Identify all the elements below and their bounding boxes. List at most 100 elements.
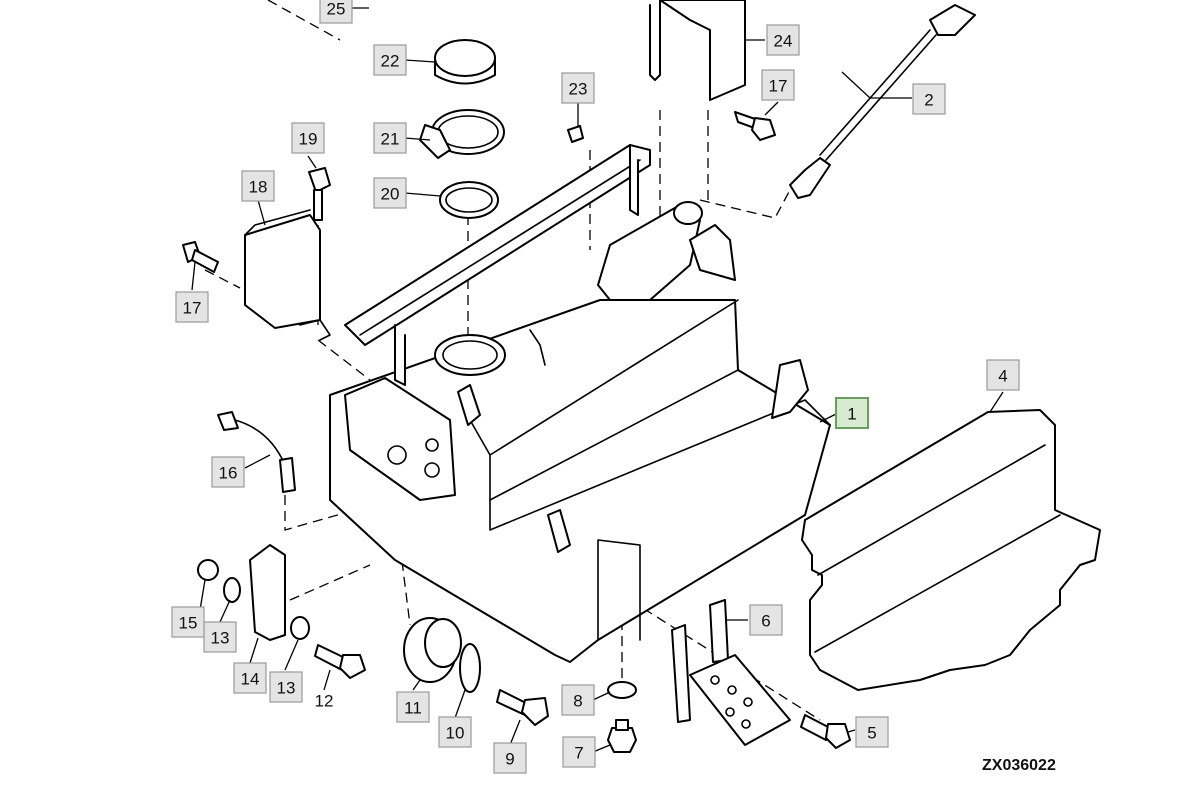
part-17-bolt-top (734, 111, 776, 141)
callout-box[interactable] (766, 24, 800, 56)
part-21-clamp (419, 109, 505, 159)
callout-box[interactable] (291, 122, 325, 154)
callout-box[interactable] (986, 359, 1020, 391)
callout-box[interactable] (373, 122, 407, 154)
part-13-washer-b (290, 616, 310, 640)
callout-number: 17 (769, 77, 788, 96)
part-13-washer-a (223, 577, 241, 603)
tank-rail-bracket (344, 144, 651, 386)
callout-24[interactable]: 24 (766, 24, 800, 56)
part-16-sensor (217, 411, 296, 493)
callout-2[interactable]: 2 (912, 83, 946, 115)
callout-number: 19 (299, 130, 318, 149)
callout-number: 22 (381, 52, 400, 71)
callout-13[interactable]: 13 (203, 621, 237, 653)
callout-8[interactable]: 8 (561, 684, 595, 716)
callout-22[interactable]: 22 (373, 44, 407, 76)
callout-17[interactable]: 17 (175, 291, 209, 323)
callout-number: 2 (924, 91, 933, 110)
callout-box[interactable] (835, 397, 869, 429)
callout-number: 10 (446, 724, 465, 743)
callout-box[interactable] (241, 170, 275, 202)
callout-15[interactable]: 15 (171, 606, 205, 638)
callout-number: 6 (761, 612, 770, 631)
callout-box[interactable] (855, 716, 889, 748)
callout-box[interactable] (175, 291, 209, 323)
callout-10[interactable]: 10 (438, 716, 472, 748)
callout-19[interactable]: 19 (291, 122, 325, 154)
callout-box[interactable] (396, 691, 430, 723)
callout-box[interactable] (562, 736, 596, 768)
part-18-bracket (244, 209, 331, 341)
callout-14[interactable]: 14 (233, 662, 267, 694)
part-24-bracket (649, 0, 746, 101)
callout-number: 24 (774, 32, 793, 51)
callout-13[interactable]: 13 (269, 671, 303, 703)
callout-number: 16 (219, 464, 238, 483)
callout-number: 5 (867, 724, 876, 743)
callout-7[interactable]: 7 (562, 736, 596, 768)
callout-number: 17 (183, 299, 202, 318)
callout-number: 15 (179, 614, 198, 633)
callout-box[interactable] (203, 621, 237, 653)
callout-21[interactable]: 21 (373, 122, 407, 154)
callout-box[interactable] (211, 456, 245, 488)
callout-number: 4 (998, 367, 1007, 386)
callout-1[interactable]: 1 (835, 397, 869, 429)
part-19-bolt (308, 167, 331, 221)
callout-box[interactable] (561, 684, 595, 716)
part-14-bracket (249, 544, 286, 641)
callout-box[interactable] (373, 44, 407, 76)
callout-box[interactable] (749, 604, 783, 636)
callout-number: 13 (211, 629, 230, 648)
callout-box[interactable] (319, 0, 353, 24)
callout-box[interactable] (171, 606, 205, 638)
callout-6[interactable]: 6 (749, 604, 783, 636)
part-6-step (671, 599, 791, 746)
part-9-bolt (496, 689, 549, 726)
callout-number: 23 (569, 80, 588, 99)
part-15-nut (197, 559, 219, 581)
callout-box[interactable] (561, 72, 595, 104)
callout-layer: 1245678910111313141516171718192021222324… (171, 0, 1056, 774)
callout-20[interactable]: 20 (373, 177, 407, 209)
callout-box[interactable] (233, 662, 267, 694)
part-5-bolt (800, 714, 851, 749)
callout-number: 14 (241, 670, 260, 689)
callout-23[interactable]: 23 (561, 72, 595, 104)
part-4-tray (801, 409, 1101, 691)
part-8-washer (607, 681, 637, 699)
callout-number: 7 (574, 744, 583, 763)
part-10-washer (459, 643, 481, 693)
figure-code: ZX036022 (982, 757, 1056, 774)
part-22-cap (434, 39, 496, 85)
callout-9[interactable]: 9 (493, 742, 527, 774)
callout-box[interactable] (912, 83, 946, 115)
callout-11[interactable]: 11 (396, 691, 430, 723)
part-17-bolt-left (182, 241, 219, 273)
callout-number: 21 (381, 130, 400, 149)
leader-lines (191, 7, 1004, 753)
callout-number: 13 (277, 679, 296, 698)
callout-4[interactable]: 4 (986, 359, 1020, 391)
callout-box[interactable] (373, 177, 407, 209)
callout-box[interactable] (761, 69, 795, 101)
callout-number: 11 (404, 699, 422, 718)
plain-label-12: 12 (315, 692, 334, 711)
callout-box[interactable] (269, 671, 303, 703)
callout-number: 1 (847, 405, 856, 424)
part-11-mount (403, 617, 462, 683)
callout-box[interactable] (493, 742, 527, 774)
part-7-plug (607, 719, 637, 753)
part-1-tank (329, 299, 831, 663)
callout-17[interactable]: 17 (761, 69, 795, 101)
callout-box[interactable] (438, 716, 472, 748)
callout-16[interactable]: 16 (211, 456, 245, 488)
callout-18[interactable]: 18 (241, 170, 275, 202)
callout-5[interactable]: 5 (855, 716, 889, 748)
part-23-clip (567, 125, 584, 143)
callout-25[interactable]: 25 (319, 0, 353, 24)
callout-number: 20 (381, 185, 400, 204)
callout-number: 8 (573, 692, 582, 711)
